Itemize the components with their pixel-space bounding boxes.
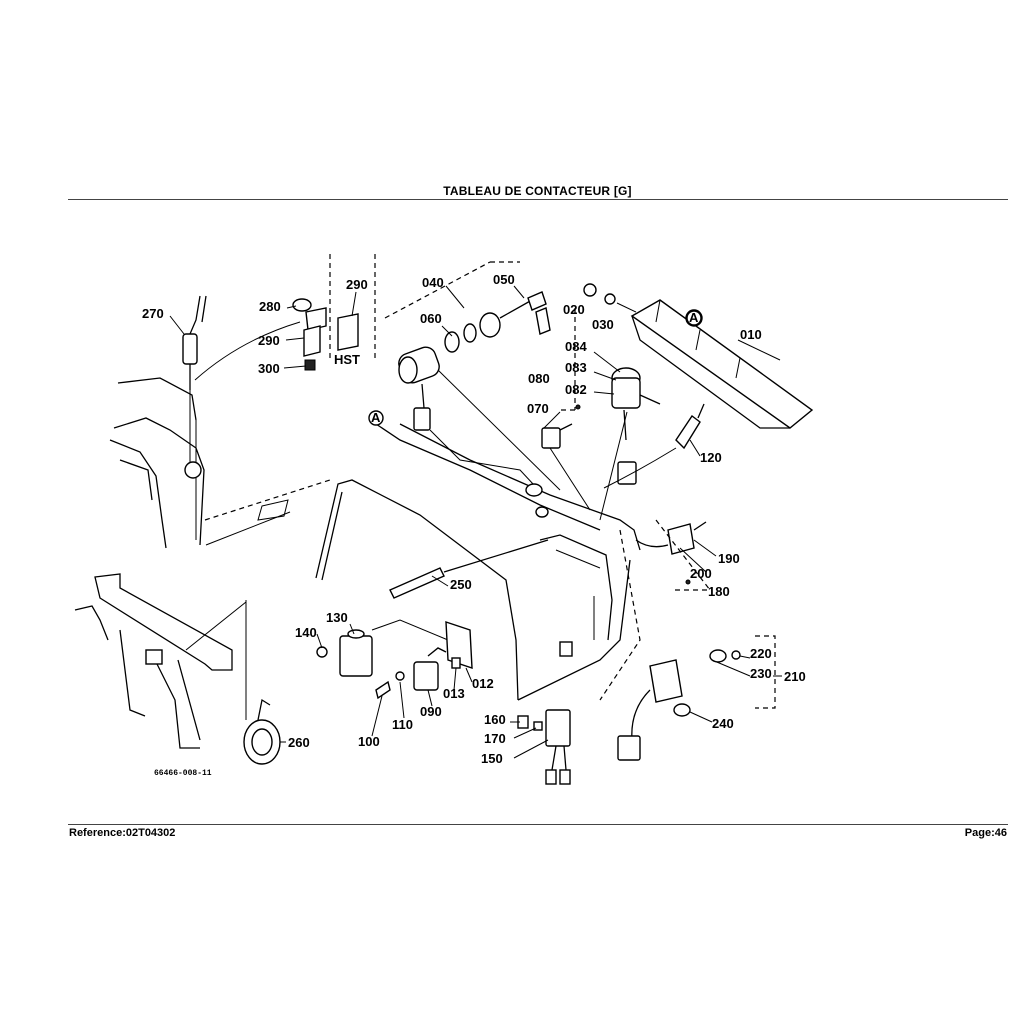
- drawing-number: 66466-008-11: [154, 769, 212, 778]
- console-outline-drawing: [315, 423, 641, 701]
- part-label-010: 010: [740, 327, 762, 342]
- lower-frame-drawing: [74, 573, 247, 749]
- part-180-switch: [635, 519, 711, 591]
- part-280-290-bracket: [292, 254, 376, 371]
- part-label-012: 012: [472, 676, 494, 691]
- reference-marker-a-2: A: [686, 310, 702, 326]
- part-label-080: 080: [528, 371, 550, 386]
- part-label-170: 170: [484, 731, 506, 746]
- part-label-082: 082: [565, 382, 587, 397]
- part-label-220: 220: [750, 646, 772, 661]
- part-label-084: 084: [565, 339, 587, 354]
- part-label-013: 013: [443, 686, 465, 701]
- footer-divider: [68, 824, 1008, 825]
- part-label-260: 260: [288, 735, 310, 750]
- svg-text:A: A: [689, 310, 699, 325]
- part-label-100: 100: [358, 734, 380, 749]
- part-070-relay: [541, 423, 591, 511]
- part-label-060: 060: [420, 311, 442, 326]
- part-labels: 270 280 290 290 300 040 050 060 020 030 …: [142, 272, 806, 766]
- part-label-250: 250: [450, 577, 472, 592]
- reference-marker-a-1: A: [368, 410, 384, 426]
- part-label-240: 240: [712, 716, 734, 731]
- part-label-150: 150: [481, 751, 503, 766]
- part-090-flasher: [375, 621, 473, 700]
- part-270-cable: [182, 295, 301, 390]
- part-label-300: 300: [258, 361, 280, 376]
- part-label-290: 290: [346, 277, 368, 292]
- part-label-280: 280: [259, 299, 281, 314]
- part-label-210: 210: [784, 669, 806, 684]
- part-label-140: 140: [295, 625, 317, 640]
- reference-number: Reference:02T04302: [69, 827, 176, 839]
- part-label-040: 040: [422, 275, 444, 290]
- part-260-horn: [243, 698, 281, 765]
- page-number: Page:46: [964, 827, 1007, 839]
- part-label-020: 020: [563, 302, 585, 317]
- tractor-frame-drawing: [109, 377, 331, 549]
- part-label-083: 083: [565, 360, 587, 375]
- part-label-130: 130: [326, 610, 348, 625]
- part-040-key-switch: [384, 261, 561, 491]
- part-label-110: 110: [392, 717, 413, 732]
- part-080-switch: [560, 308, 661, 521]
- part-label-030: 030: [592, 317, 614, 332]
- part-label-160: 160: [484, 712, 506, 727]
- leader-lines: [169, 285, 781, 759]
- part-120-lamp: [603, 403, 705, 489]
- part-label-270: 270: [142, 306, 164, 321]
- part-label-190: 190: [718, 551, 740, 566]
- part-label-090: 090: [420, 704, 442, 719]
- part-label-050: 050: [493, 272, 515, 287]
- part-130-relay: [316, 619, 449, 677]
- part-250-rod: [389, 539, 549, 599]
- part-label-070: 070: [527, 401, 549, 416]
- part-label-290: 290: [258, 333, 280, 348]
- header-divider: [68, 199, 1008, 200]
- svg-text:A: A: [371, 410, 381, 425]
- part-210-switch: [617, 635, 776, 761]
- part-label-200: 200: [690, 566, 712, 581]
- page-title: TABLEAU DE CONTACTEUR [G]: [443, 184, 632, 198]
- hst-group-label: HST: [334, 352, 360, 367]
- part-label-230: 230: [750, 666, 772, 681]
- part-label-120: 120: [700, 450, 722, 465]
- part-010-panel: [583, 283, 814, 429]
- part-label-180: 180: [708, 584, 730, 599]
- part-150-harness: [517, 709, 571, 785]
